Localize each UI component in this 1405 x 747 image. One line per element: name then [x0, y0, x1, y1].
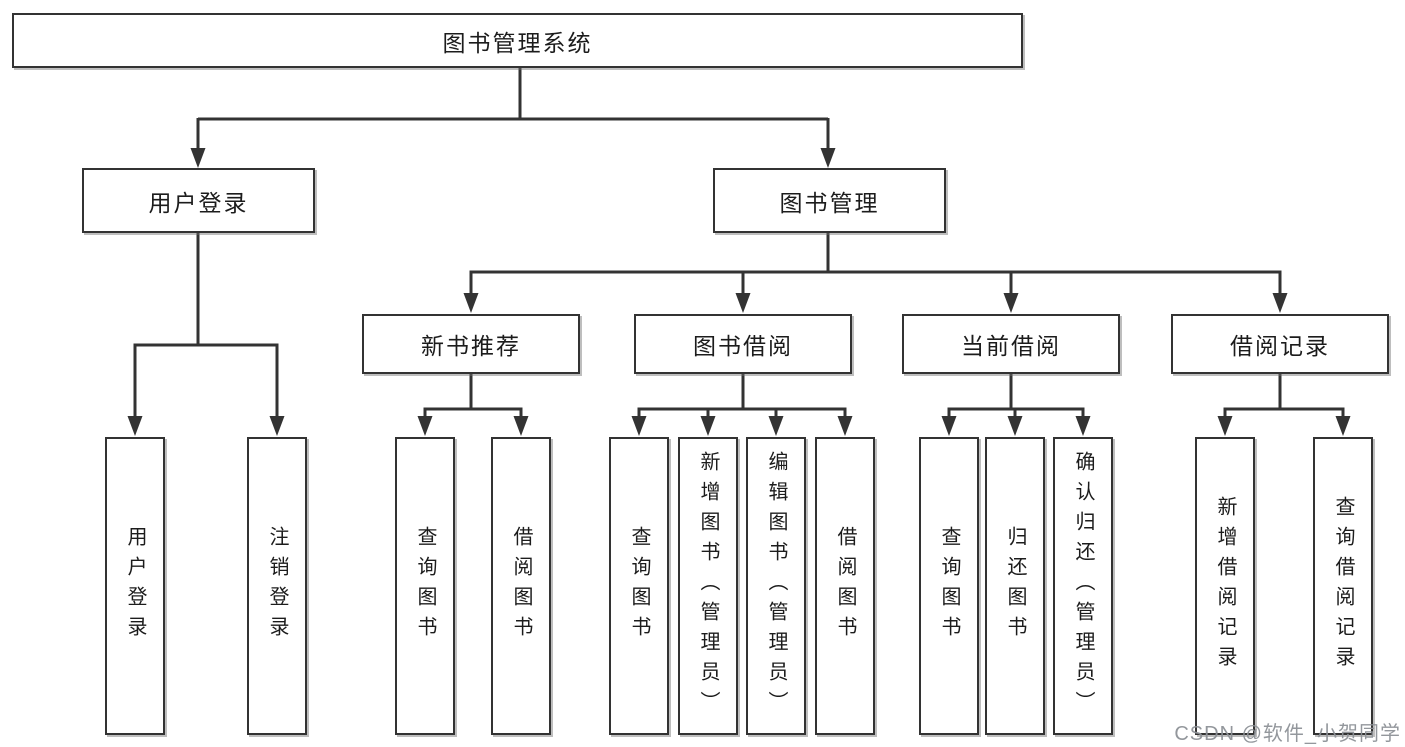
leaf-bb-query-books: 查询图书 [609, 437, 669, 735]
node-root-system-label: 图书管理系统 [442, 29, 593, 56]
leaf-bb-edit-books-admin: 编辑图书（管理员） [746, 437, 806, 735]
leaf-bb-query-books-label: 查询图书 [628, 526, 650, 646]
leaf-logout-label: 注销登录 [266, 526, 288, 646]
leaf-cb-query-books: 查询图书 [919, 437, 979, 735]
node-user-login-branch: 用户登录 [82, 168, 315, 233]
node-book-management: 图书管理 [713, 168, 946, 233]
leaf-user-login-label: 用户登录 [124, 526, 146, 646]
node-new-book-recommend-label: 新书推荐 [421, 333, 521, 359]
leaf-nb-query-books: 查询图书 [395, 437, 455, 735]
leaf-nb-query-books-label: 查询图书 [414, 526, 436, 646]
leaf-bb-add-books-admin-label: 新增图书（管理员） [697, 451, 719, 721]
leaf-br-query-record: 查询借阅记录 [1313, 437, 1373, 735]
csdn-watermark: CSDN @软件_小贺同学 [1174, 723, 1401, 745]
leaf-nb-borrow-books: 借阅图书 [491, 437, 551, 735]
leaf-cb-return-books: 归还图书 [985, 437, 1045, 735]
leaf-bb-add-books-admin: 新增图书（管理员） [678, 437, 738, 735]
leaf-bb-borrow-books-label: 借阅图书 [834, 526, 856, 646]
leaf-user-login: 用户登录 [105, 437, 165, 735]
leaf-logout: 注销登录 [247, 437, 307, 735]
leaf-cb-confirm-return-admin: 确认归还（管理员） [1053, 437, 1113, 735]
leaf-cb-return-books-label: 归还图书 [1004, 526, 1026, 646]
leaf-br-add-record: 新增借阅记录 [1195, 437, 1255, 735]
node-book-borrow: 图书借阅 [634, 314, 852, 374]
leaf-cb-query-books-label: 查询图书 [938, 526, 960, 646]
node-user-login-branch-label: 用户登录 [148, 189, 249, 216]
node-borrow-record: 借阅记录 [1171, 314, 1389, 374]
leaf-nb-borrow-books-label: 借阅图书 [510, 526, 532, 646]
node-current-borrow: 当前借阅 [902, 314, 1120, 374]
leaf-cb-confirm-return-admin-label: 确认归还（管理员） [1072, 451, 1094, 721]
leaf-bb-borrow-books: 借阅图书 [815, 437, 875, 735]
node-book-management-label: 图书管理 [779, 189, 880, 216]
node-root-system: 图书管理系统 [12, 13, 1023, 68]
node-book-borrow-label: 图书借阅 [693, 333, 793, 359]
node-current-borrow-label: 当前借阅 [961, 333, 1061, 359]
leaf-br-query-record-label: 查询借阅记录 [1332, 496, 1354, 676]
leaf-bb-edit-books-admin-label: 编辑图书（管理员） [765, 451, 787, 721]
node-new-book-recommend: 新书推荐 [362, 314, 580, 374]
leaf-br-add-record-label: 新增借阅记录 [1214, 496, 1236, 676]
node-borrow-record-label: 借阅记录 [1230, 333, 1330, 359]
